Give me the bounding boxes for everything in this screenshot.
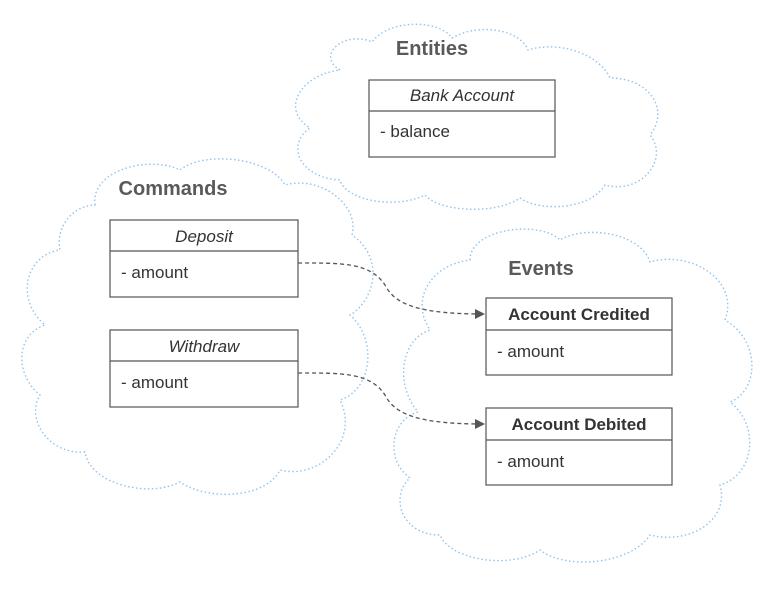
entities-label: Entities bbox=[396, 38, 468, 60]
withdraw-box[interactable]: Withdraw - amount bbox=[109, 329, 299, 408]
events-label: Events bbox=[508, 258, 574, 280]
bank-account-box[interactable]: Bank Account - balance bbox=[368, 79, 556, 158]
deposit-attribute: - amount bbox=[121, 263, 188, 282]
commands-label: Commands bbox=[119, 178, 228, 200]
account-debited-box[interactable]: Account Debited - amount bbox=[485, 407, 673, 486]
withdraw-title: Withdraw bbox=[169, 337, 241, 356]
withdraw-attribute: - amount bbox=[121, 373, 188, 392]
deposit-title: Deposit bbox=[175, 227, 234, 246]
account-debited-title: Account Debited bbox=[511, 415, 646, 434]
events-cloud bbox=[393, 228, 753, 563]
account-credited-attribute: - amount bbox=[497, 342, 564, 361]
bank-account-attribute: - balance bbox=[380, 122, 450, 141]
deposit-to-credited-arrow bbox=[297, 262, 485, 319]
account-debited-attribute: - amount bbox=[497, 452, 564, 471]
account-credited-title: Account Credited bbox=[508, 305, 650, 324]
entities-cloud bbox=[294, 23, 659, 211]
deposit-box[interactable]: Deposit - amount bbox=[109, 219, 299, 298]
withdraw-to-debited-arrow bbox=[297, 372, 485, 429]
account-credited-box[interactable]: Account Credited - amount bbox=[485, 297, 673, 376]
commands-cloud bbox=[21, 158, 374, 495]
bank-account-title: Bank Account bbox=[410, 86, 516, 105]
